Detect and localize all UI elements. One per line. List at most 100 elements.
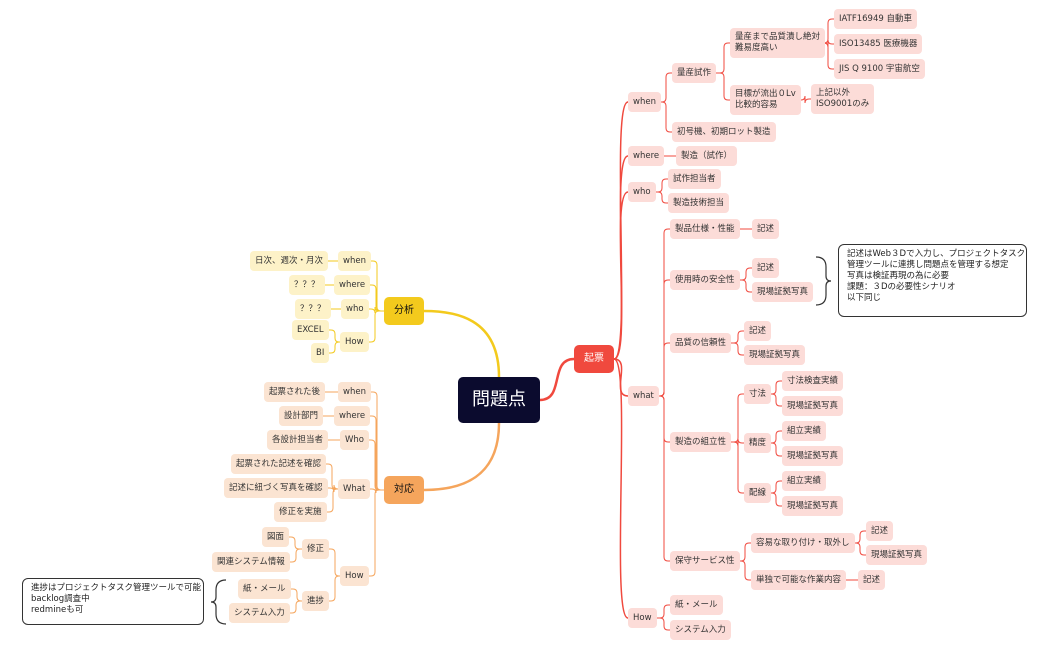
connector-kihyo-shogoki [661,101,672,133]
kihyo-what[interactable]: what [628,386,659,406]
kihyo-seihin[interactable]: 製品仕様・性能 [670,219,740,239]
kihyo-ryosan[interactable]: 量産試作 [672,63,717,83]
kihyo-hinshitsu[interactable]: 品質の信頼性 [670,333,732,353]
connector-kihyo-what [613,358,629,397]
connector-kihyo-shiyoji-kijutsu [740,267,752,281]
kihyo-note[interactable]: 記述はWeb３Dで入力し、プロジェクトタスク 管理ツールに連携し問題点を管理する… [838,244,1027,317]
taio-what-2[interactable]: 記述に紐づく写真を確認 [224,478,328,498]
kihyo-hoshu[interactable]: 保守サービス性 [670,551,740,571]
taio-zumen[interactable]: 図面 [262,527,290,547]
branch-taio[interactable]: 対応 [384,476,424,504]
connector-taio-what-1 [326,463,338,490]
mokuhyo-line2: 比較的容易 [735,100,778,110]
kihyo-yoi[interactable]: 容易な取り付け・取外し [751,533,855,553]
kihyo-who[interactable]: who [628,182,656,202]
kihyo-seizo-gijutsu[interactable]: 製造技術担当 [668,193,730,213]
taio-shusei[interactable]: 修正 [302,539,330,559]
bunseki-when[interactable]: when [338,251,371,271]
connector-kihyo-who [613,191,629,360]
root-node[interactable]: 問題点 [458,377,540,423]
kihyo-seido-jisseki[interactable]: 組立実績 [782,421,827,441]
bunseki-when-value[interactable]: 日次、週次・月次 [250,251,329,271]
connector-kihyo-kami [657,604,670,619]
connector-kihyo-sunpo-photo [771,393,782,407]
ryosan-a-line2: 難易度高い [735,43,778,53]
taio-what-1[interactable]: 起票された記述を確認 [231,454,327,474]
kihyo-note-line1: 記述はWeb３Dで入力し、プロジェクトタスク [847,249,1026,259]
kihyo-shiyoji-kijutsu[interactable]: 記述 [752,258,780,278]
taio-note[interactable]: 進捗はプロジェクトタスク管理ツールで可能 backlog調査中 redmineも… [22,578,204,625]
kihyo-hinshitsu-kijutsu[interactable]: 記述 [744,321,772,341]
taio-kami[interactable]: 紙・メール [238,579,291,599]
connector-kihyo-haisen-photo [771,492,782,507]
kihyo-haisen[interactable]: 配線 [744,483,772,503]
kihyo-shisaku-tanto[interactable]: 試作担当者 [668,169,721,189]
taio-what-3[interactable]: 修正を実施 [274,502,327,522]
connector-kihyo-jisq [823,42,834,70]
taio-how[interactable]: How [340,566,369,586]
kihyo-haisen-photo[interactable]: 現場証拠写真 [782,496,844,516]
taio-when[interactable]: when [338,382,371,402]
kihyo-haisen-jisseki[interactable]: 組立実績 [782,471,827,491]
kihyo-when[interactable]: when [628,92,661,112]
taio-where-value[interactable]: 設計部門 [279,406,324,426]
connector-taio-how [369,489,384,577]
taio-kanren[interactable]: 関連システム情報 [212,552,290,572]
kihyo-yoi-photo[interactable]: 現場証拠写真 [866,545,928,565]
kihyo-seido-photo[interactable]: 現場証拠写真 [782,446,844,466]
taio-where[interactable]: where [334,406,371,426]
kihyo-sunpo-kensa[interactable]: 寸法検査実績 [782,371,844,391]
branch-bunseki[interactable]: 分析 [384,297,424,325]
kihyo-iso13485[interactable]: ISO13485 医療機器 [834,34,923,54]
taio-what[interactable]: What [338,479,371,499]
kihyo-seido[interactable]: 精度 [744,433,772,453]
kihyo-how[interactable]: How [628,608,657,628]
connector-taio-shinchoku [329,575,340,602]
kihyo-system[interactable]: システム入力 [670,620,731,640]
kihyo-seihin-kijutsu[interactable]: 記述 [752,219,780,239]
bunseki-who[interactable]: who [341,299,369,319]
taio-shinchoku[interactable]: 進捗 [302,591,330,611]
kihyo-shiyoji-photo[interactable]: 現場証拠写真 [752,282,814,302]
kihyo-seizo-shisaku[interactable]: 製造（試作） [676,146,738,166]
kihyo-tandoku-kijutsu[interactable]: 記述 [858,570,886,590]
kihyo-yoi-kijutsu[interactable]: 記述 [866,521,894,541]
kihyo-jisq[interactable]: JIS Q 9100 宇宙航空 [834,59,925,79]
kihyo-sunpo[interactable]: 寸法 [744,384,772,404]
connector-kihyo-yoi [740,542,751,562]
taio-system[interactable]: システム入力 [229,603,290,623]
bunseki-where[interactable]: where [334,275,371,295]
taio-note-line1: 進捗はプロジェクトタスク管理ツールで可能 [31,583,202,593]
bunseki-who-value[interactable]: ？？？ [295,299,331,319]
connector-kihyo-joki [800,95,811,104]
taio-who-value[interactable]: 各設計担当者 [267,430,329,450]
connector-taio-zumen [289,536,302,550]
connector-bunseki-when [371,260,384,312]
bunseki-how[interactable]: How [340,332,369,352]
bunseki-bi[interactable]: BI [311,343,330,363]
kihyo-ryosan-a[interactable]: 量産まで品質潰し絶対難易度高い [730,28,826,58]
connector-kihyo-shisaku-tanto [656,178,668,193]
connector-kihyo-hinshitsu-photo [731,342,744,356]
connector-kihyo-hinshitsu [659,342,670,397]
bunseki-excel[interactable]: EXCEL [292,320,329,340]
kihyo-shiyoji[interactable]: 使用時の安全性 [670,270,740,290]
connector-taio-system [290,600,302,614]
branch-kihyo[interactable]: 起票 [574,345,614,373]
bunseki-where-value[interactable]: ？？？ [289,275,325,295]
connector-kihyo-haisen [731,441,744,494]
kihyo-kami[interactable]: 紙・メール [670,595,723,615]
kihyo-tandoku[interactable]: 単独で可能な作業内容 [751,570,847,590]
kihyo-note-line5: 以下同じ [847,293,882,303]
kihyo-iatf[interactable]: IATF16949 自動車 [834,9,917,29]
taio-when-value[interactable]: 起票された後 [264,382,326,402]
kihyo-where[interactable]: where [628,146,665,166]
kihyo-sunpo-photo[interactable]: 現場証拠写真 [782,396,844,416]
kihyo-hinshitsu-photo[interactable]: 現場証拠写真 [744,345,806,365]
kihyo-shogoki[interactable]: 初号機、初期ロット製造 [672,122,776,142]
kihyo-kumitate[interactable]: 製造の組立性 [670,432,732,452]
taio-who[interactable]: Who [340,430,369,450]
